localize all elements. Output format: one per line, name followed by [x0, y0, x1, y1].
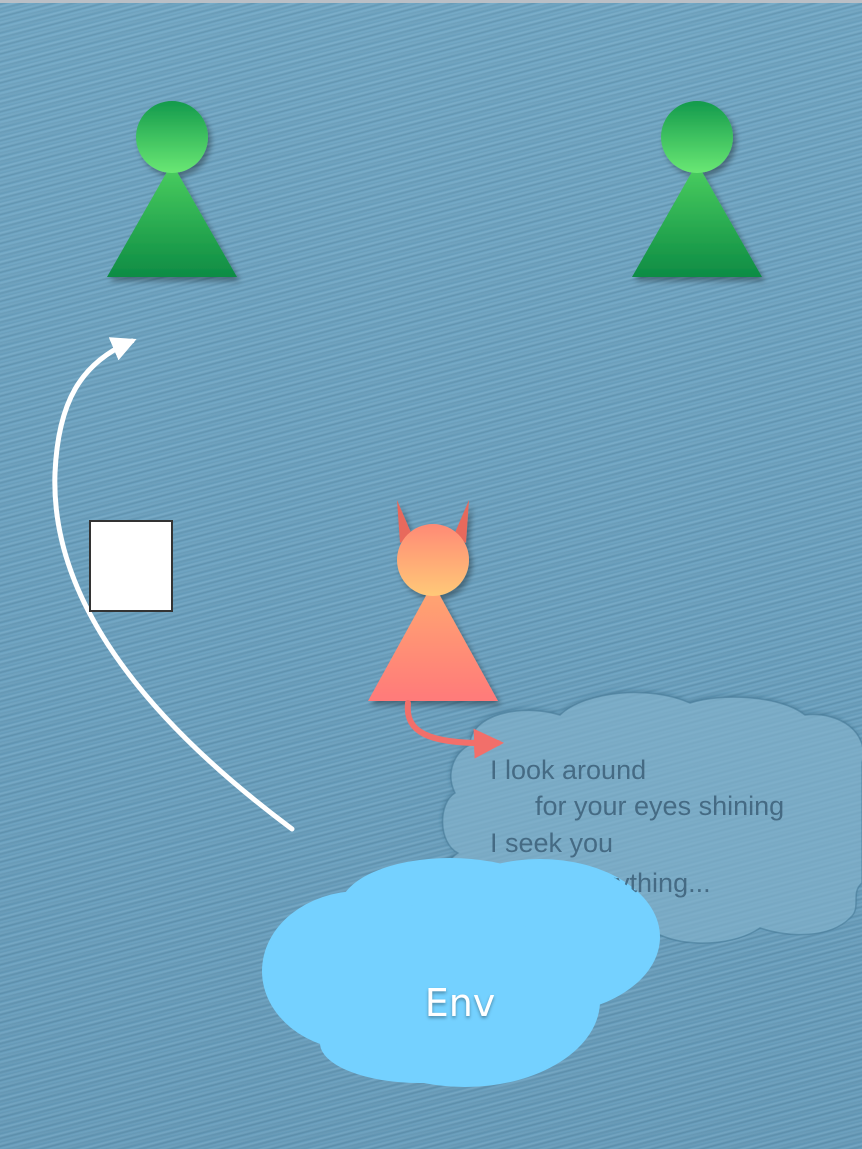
devil-agent: [368, 500, 498, 701]
agent-left: [107, 101, 237, 277]
env-cloud: [262, 858, 660, 1087]
env-label: Env: [400, 981, 520, 1025]
token-square: [89, 520, 173, 612]
agent-right: [632, 101, 762, 277]
